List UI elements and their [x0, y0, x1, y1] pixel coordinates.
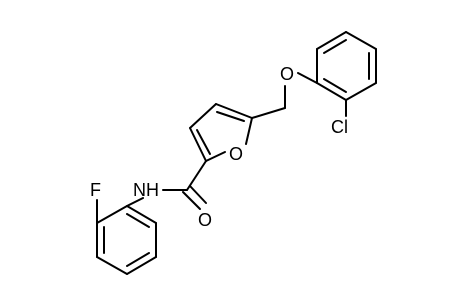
bond: [316, 31, 347, 50]
bond-c-o-double-1: [182, 191, 201, 210]
chlorophenyl-ring: [316, 31, 377, 101]
double-bond-inner: [126, 252, 150, 267]
double-bond-inner: [126, 213, 150, 228]
furan-ring: [189, 103, 253, 162]
bond: [345, 31, 377, 50]
double-bond-inner: [196, 129, 211, 155]
bond: [316, 82, 347, 101]
amide-nh-label: NH: [133, 180, 159, 200]
bond: [126, 205, 157, 224]
fluorine-label: F: [90, 180, 101, 200]
chlorine-label: Cl: [331, 117, 348, 137]
bond: [96, 256, 128, 275]
carbonyl-oxygen-label: O: [198, 210, 212, 230]
furan-oxygen-label: O: [229, 144, 243, 164]
double-bond-inner: [323, 78, 347, 93]
bond-ring-to-ether-o: [297, 72, 318, 84]
bond: [215, 103, 253, 119]
bond: [205, 151, 226, 162]
double-bond-inner: [323, 39, 347, 54]
bond: [345, 82, 377, 101]
bond-c-o-double-2: [189, 185, 207, 204]
bond-n-to-ring: [126, 197, 144, 207]
bond: [189, 103, 217, 129]
bond: [126, 256, 157, 275]
ether-oxygen-label: O: [280, 64, 294, 84]
fluorophenyl-ring: [96, 205, 157, 275]
bond-ch2-to-furan: [251, 107, 286, 119]
bond: [96, 205, 128, 224]
bond: [189, 127, 207, 162]
bond: [245, 117, 253, 145]
double-bond-inner: [216, 111, 245, 122]
